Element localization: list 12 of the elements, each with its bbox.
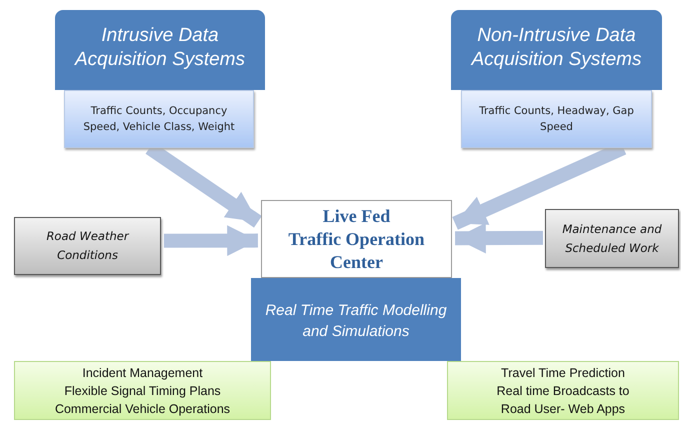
input-box: Maintenance and Scheduled Work — [545, 209, 679, 268]
title-box: Non-Intrusive Data Acquisition Systems — [451, 10, 662, 90]
output-box: Travel Time Prediction Real time Broadcasts to Road User- Web Apps — [447, 361, 679, 420]
block-arrow — [164, 225, 258, 256]
output-box: Incident Management Flexible Signal Timing Plans Commercial Vehicle Operations — [14, 361, 271, 420]
detail-box: Traffic Counts, Occupancy Speed, Vehicle Class, Weight — [64, 90, 254, 148]
title-box: Intrusive Data Acquisition Systems — [55, 10, 265, 90]
process-box: Real Time Traffic Modelling and Simulations — [251, 278, 461, 361]
input-box: Road Weather Conditions — [14, 217, 161, 275]
detail-box: Traffic Counts, Headway, Gap Speed — [461, 90, 652, 148]
block-arrow — [455, 222, 544, 254]
center-box: Live Fed Traffic Operation Center — [261, 200, 452, 278]
